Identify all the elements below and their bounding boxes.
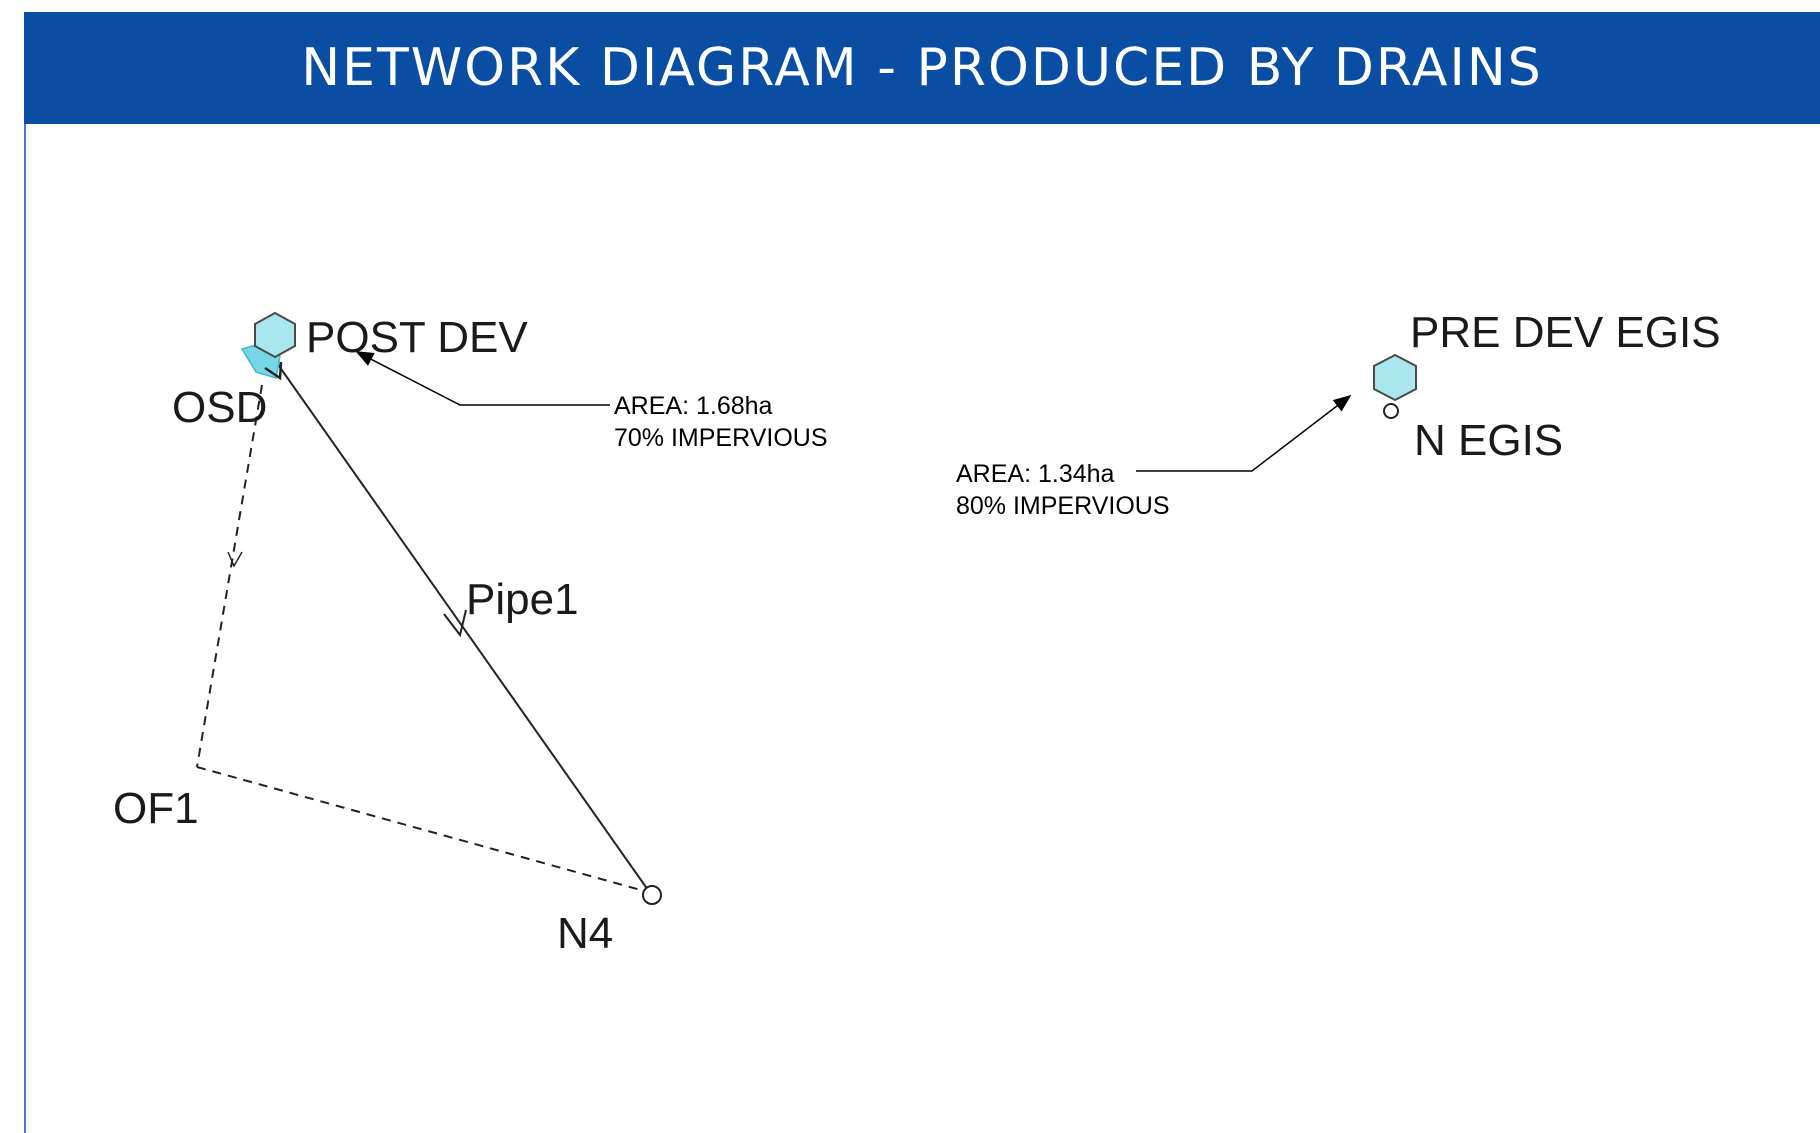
post-dev-catchment-icon[interactable] bbox=[254, 311, 296, 359]
osd-overflow-link[interactable] bbox=[196, 384, 263, 768]
of1-label: OF1 bbox=[113, 784, 199, 833]
osd-label: OSD bbox=[172, 383, 267, 432]
overflow-flow-arrow-icon bbox=[227, 551, 243, 568]
post-dev-label: POST DEV bbox=[306, 313, 528, 362]
left-border bbox=[24, 124, 26, 1133]
page-title: NETWORK DIAGRAM - PRODUCED BY DRAINS bbox=[301, 38, 1543, 98]
pre-dev-impervious-text: 80% IMPERVIOUS bbox=[956, 492, 1170, 520]
n4-node-icon[interactable] bbox=[642, 885, 662, 905]
n4-label: N4 bbox=[557, 909, 613, 958]
pipe1-label: Pipe1 bbox=[466, 575, 579, 624]
pre-dev-leader-line bbox=[1136, 394, 1352, 472]
of1-n4-link[interactable] bbox=[196, 766, 649, 893]
pre-dev-egis-label: PRE DEV EGIS bbox=[1410, 308, 1721, 357]
osd-outlet-mark-icon bbox=[264, 361, 283, 381]
pipe1-flow-arrow-icon bbox=[443, 609, 467, 638]
n-egis-node-icon[interactable] bbox=[1383, 403, 1399, 419]
pipe1-link[interactable] bbox=[271, 355, 649, 891]
header-bar: NETWORK DIAGRAM - PRODUCED BY DRAINS bbox=[24, 12, 1820, 124]
post-dev-leader-line bbox=[355, 351, 610, 406]
n-egis-label: N EGIS bbox=[1414, 416, 1563, 465]
pre-dev-area-text: AREA: 1.34ha bbox=[956, 460, 1115, 488]
pre-dev-catchment-icon[interactable] bbox=[1373, 353, 1417, 402]
post-dev-area-text: AREA: 1.68ha bbox=[614, 392, 773, 420]
post-dev-impervious-text: 70% IMPERVIOUS bbox=[614, 424, 828, 452]
